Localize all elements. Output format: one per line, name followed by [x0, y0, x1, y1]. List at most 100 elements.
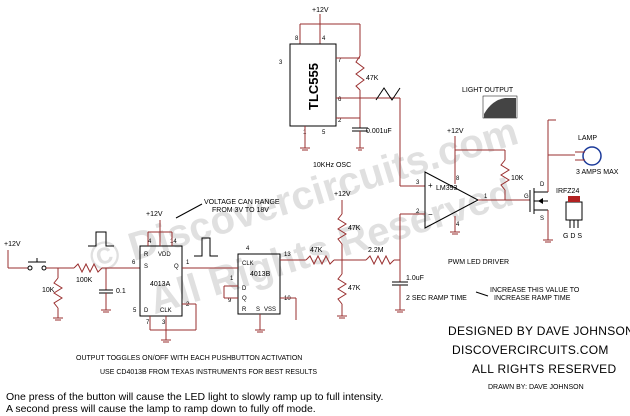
label-47k-top: 47K [348, 225, 361, 232]
resistor-47k-series [305, 254, 335, 266]
lamp-icon [582, 146, 602, 166]
increase-note-line2: INCREASE RAMP TIME [494, 295, 571, 302]
pulse-icon [88, 231, 114, 247]
label-0001uf: 0.001uF [366, 128, 392, 135]
resistor-47k-timer [355, 55, 365, 91]
pushbutton-icon[interactable] [27, 265, 33, 271]
pin-label: 6 [132, 260, 136, 266]
pin-label: R [242, 307, 247, 313]
pin-label: 5 [322, 130, 326, 136]
resistor-2m2 [365, 254, 395, 266]
credit-designed-by: DESIGNED BY DAVE JOHNSON [448, 324, 630, 338]
pin-label: 1 [230, 276, 234, 282]
pin-label: 4 [322, 36, 326, 42]
pin-label: D [540, 182, 545, 188]
ff-4013b: 4 CLK 4013B D Q R S VSS 13 10 1 9 [223, 246, 306, 333]
credit-rights: ALL RIGHTS RESERVED [472, 362, 616, 376]
triangle-wave-icon [375, 87, 401, 101]
pin-label: 13 [284, 252, 291, 258]
pin-label: 7 [338, 58, 342, 64]
tlc555-label: TLC555 [306, 63, 321, 110]
pin-label: CLK [242, 261, 254, 267]
svg-text:−: − [428, 210, 433, 219]
increase-note-line1: INCREASE THIS VALUE TO [490, 287, 580, 294]
ff-4013b-chip [237, 253, 281, 315]
pin-label: Q [242, 296, 247, 302]
ff-4013a-label: 4013A [150, 281, 171, 288]
ramp-network: 47K +12V 47K 47K 2.2M 1.0uF 2 SEC RAMP T… [305, 191, 580, 319]
pin-label: 9 [228, 298, 232, 304]
pulse-icon-2 [194, 237, 218, 257]
label-10k-pullup: 10K [511, 175, 524, 182]
pin-label: Q [174, 264, 179, 270]
pin-label: 8 [295, 36, 299, 42]
ff-4013a-chip [139, 245, 183, 317]
resistor-10k-pullup [500, 159, 510, 191]
supply-left-label: +12V [4, 241, 21, 248]
pin-label: S [144, 264, 148, 270]
ff-4013b-label: 4013B [250, 271, 271, 278]
supply-divider-label: +12V [334, 191, 351, 198]
note-cd4013b: USE CD4013B FROM TEXAS INSTRUMENTS FOR B… [100, 369, 317, 376]
description-line1: One press of the button will cause the L… [6, 391, 383, 403]
supply-top-label: +12V [312, 7, 329, 14]
label-2m2: 2.2M [368, 247, 384, 254]
pin-label: 1 [484, 194, 488, 200]
lm393-triangle [424, 171, 480, 229]
credit-site: DISCOVERCIRCUITS.COM [452, 343, 609, 357]
description-line2: A second press will cause the lamp to ra… [6, 403, 316, 415]
label-ramp-time: 2 SEC RAMP TIME [406, 295, 467, 302]
pin-label: S [256, 307, 260, 313]
label-47k-timer: 47K [366, 75, 379, 82]
tlc555-chip [289, 43, 337, 127]
pin-label: G [524, 194, 529, 200]
pin-label: 4 [456, 222, 460, 228]
label-pwm-driver: PWM LED DRIVER [448, 259, 509, 266]
tlc555-timer: +12V TLC555 8 4 7 6 2 3 1 5 47K 0.001uF … [279, 7, 425, 187]
label-47k-bottom: 47K [348, 285, 361, 292]
resistor-47k-bottom [337, 273, 347, 305]
label-osc: 10KHz OSC [313, 162, 351, 169]
pin-label: 8 [456, 176, 460, 182]
label-1uf: 1.0uF [406, 275, 424, 282]
pin-label: VSS [264, 307, 276, 313]
lamp-rating: 3 AMPS MAX [576, 169, 619, 176]
pin-label: 3 [279, 60, 283, 66]
label-47k-series: 47K [310, 247, 323, 254]
lm393-comparator: LM393 + − 3 2 8 1 4 +12V 10K PWM LED DRI… [416, 128, 530, 266]
lamp-label: LAMP [578, 135, 597, 142]
voltage-note-line1: VOLTAGE CAN RANGE [204, 199, 280, 206]
note-toggle: OUTPUT TOGGLES ON/OFF WITH EACH PUSHBUTT… [76, 355, 302, 362]
pin-label: 14 [170, 239, 177, 245]
pin-label: 7 [146, 320, 150, 326]
pin-label: 2 [338, 118, 342, 124]
supply-lm393-label: +12V [447, 128, 464, 135]
pin-label: 2 [186, 302, 190, 308]
pin-label: 6 [338, 97, 342, 103]
pin-label: 4 [148, 239, 152, 245]
light-output-label: LIGHT OUTPUT [462, 87, 514, 94]
pin-label: VDD [158, 252, 171, 258]
label-100k: 100K [76, 277, 93, 284]
resistor-10k-input [53, 277, 63, 309]
mosfet-lamp: G D S IRFZ24 G D S LAMP 3 AMPS MAX LIGHT… [462, 87, 619, 243]
pin-label: 4 [246, 246, 250, 252]
pin-label: CLK [160, 308, 172, 314]
label-10k-input: 10K [42, 287, 55, 294]
pin-label: 3 [416, 180, 420, 186]
pin-label: D [144, 308, 149, 314]
supply-4013a-label: +12V [146, 211, 163, 218]
pin-label: R [144, 252, 149, 258]
voltage-note-line2: FROM 3V TO 18V [212, 207, 269, 214]
svg-text:+: + [428, 181, 433, 190]
resistor-47k-top [337, 213, 347, 245]
pin-label: 5 [133, 308, 137, 314]
mosfet-label: IRFZ24 [556, 188, 579, 195]
input-stage: +12V 10K 100K 0.1 6 4013A R VDD S D CLK [4, 199, 280, 343]
pin-label: S [540, 216, 544, 222]
pin-label: 10 [284, 296, 291, 302]
light-output-ramp-icon [484, 98, 516, 118]
mosfet-package-icon [565, 201, 583, 221]
resistor-100k [73, 262, 103, 274]
label-01: 0.1 [116, 288, 126, 295]
